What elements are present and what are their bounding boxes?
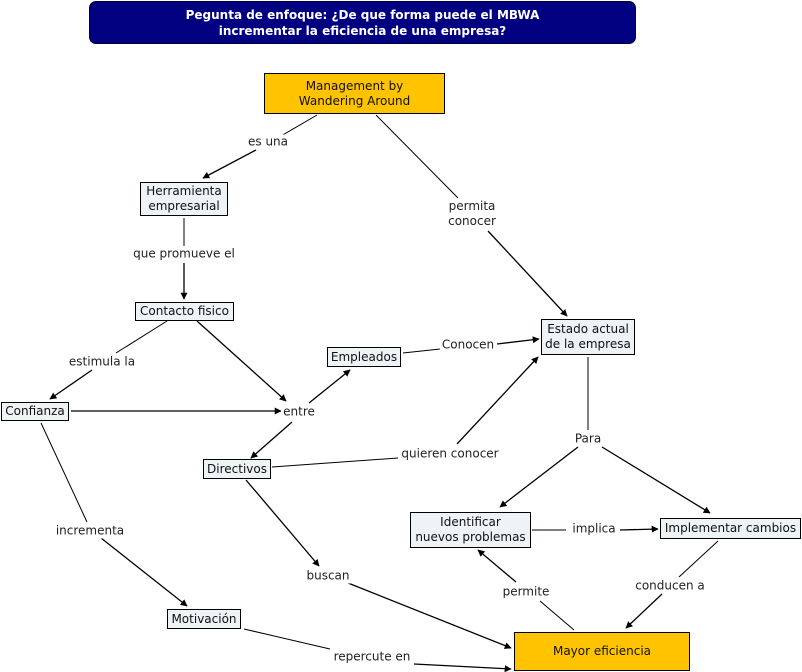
connector-empleados-conocen	[402, 348, 441, 354]
focus-question-line1: Pegunta de enfoque: ¿De que forma puede …	[185, 7, 540, 22]
connector-repercute-mayor	[413, 663, 512, 672]
focus-question-banner: Pegunta de enfoque: ¿De que forma puede …	[89, 1, 636, 44]
link-label: entre	[283, 404, 315, 419]
link-quieren-conocer[interactable]: quieren conocer	[399, 446, 501, 462]
concept-label: Management by	[305, 78, 404, 93]
concept-label: Empleados	[330, 349, 398, 364]
link-label: quieren conocer	[401, 446, 499, 461]
connector-entre-empleados	[308, 369, 351, 404]
link-label: repercute en	[333, 649, 411, 664]
link-label: Conocen	[441, 337, 495, 352]
link-label: permite	[502, 584, 550, 599]
connector-quieren-estado	[456, 356, 539, 445]
link-implica[interactable]: implica	[570, 521, 618, 537]
concept-identificar-problemas[interactable]: Identificar nuevos problemas	[410, 512, 531, 548]
concept-label: empresarial	[148, 199, 220, 213]
link-permite[interactable]: permite	[500, 584, 552, 600]
link-que-promueve-el[interactable]: que promueve el	[131, 246, 237, 262]
connector-implementar-conducen	[678, 540, 719, 578]
concept-motivacion[interactable]: Motivación	[167, 609, 241, 629]
connector-estimula-confianza	[49, 369, 93, 400]
concept-mayor-eficiencia[interactable]: Mayor eficiencia	[514, 632, 690, 671]
concept-herramienta-empresarial[interactable]: Herramienta empresarial	[140, 182, 228, 216]
link-label: permita	[448, 199, 496, 213]
connector-para-implementar	[601, 446, 711, 514]
link-label: implica	[572, 521, 616, 536]
concept-directivos[interactable]: Directivos	[203, 459, 271, 479]
concept-label: Herramienta	[146, 184, 222, 198]
connector-es-una-herramienta	[202, 149, 257, 179]
concept-label: Identificar	[440, 515, 501, 529]
link-conducen-a[interactable]: conducen a	[633, 578, 707, 594]
connector-incrementa-motivacion	[100, 537, 188, 607]
concept-label: Implementar cambios	[664, 521, 797, 535]
focus-question-line2: incrementar la eficiencia de una empresa…	[218, 23, 507, 38]
link-incrementa[interactable]: incrementa	[53, 523, 127, 539]
link-label: que promueve el	[133, 246, 235, 261]
connector-confianza-incrementa	[40, 422, 88, 523]
link-permita-conocer[interactable]: permita conocer	[446, 199, 498, 229]
concept-label: Wandering Around	[298, 93, 411, 108]
connector-permite-identificar	[477, 549, 517, 583]
connector-buscan-mayor	[347, 582, 512, 649]
link-label: incrementa	[55, 523, 125, 538]
concept-label: nuevos problemas	[415, 530, 526, 544]
link-conocen[interactable]: Conocen	[439, 337, 497, 353]
connector-permita-estado	[487, 230, 568, 317]
connector-mbwa-permita	[375, 114, 459, 199]
connector-motivacion-repercute	[243, 628, 331, 650]
link-para[interactable]: Para	[572, 431, 604, 447]
link-es-una[interactable]: es una	[245, 134, 291, 150]
connector-contacto-entre	[196, 320, 287, 402]
connector-directivos-buscan	[245, 479, 320, 567]
concept-label: de la empresa	[545, 337, 631, 351]
connector-entre-directivos	[250, 421, 293, 459]
link-label: estimula la	[68, 354, 136, 369]
link-label: conocer	[448, 214, 496, 228]
link-repercute-en[interactable]: repercute en	[331, 649, 413, 665]
connector-conocen-estado	[496, 336, 540, 345]
connector-contacto-estimula	[115, 320, 168, 354]
connector-mbwa-es-una	[280, 114, 318, 137]
concept-label: Contacto fisico	[140, 304, 229, 318]
connector-para-identificar	[499, 446, 579, 508]
connector-implica-implementar	[619, 525, 659, 533]
link-label: Para	[574, 431, 602, 446]
concept-implementar-cambios[interactable]: Implementar cambios	[660, 518, 801, 539]
concept-contacto-fisico[interactable]: Contacto fisico	[135, 302, 234, 321]
concept-label: Mayor eficiencia	[552, 644, 652, 658]
concept-label: Confianza	[5, 404, 65, 418]
concept-confianza[interactable]: Confianza	[1, 402, 69, 421]
link-buscan[interactable]: buscan	[304, 568, 352, 584]
link-label: conducen a	[635, 578, 705, 593]
concept-empleados[interactable]: Empleados	[327, 347, 401, 367]
concept-label: Directivos	[207, 461, 267, 476]
connector-mayor-permite	[539, 600, 575, 631]
concept-mbwa[interactable]: Management by Wandering Around	[264, 73, 445, 114]
concept-estado-actual[interactable]: Estado actual de la empresa	[541, 319, 635, 355]
connector-directivos-quieren	[271, 457, 399, 468]
connector-conducen-mayor	[625, 593, 663, 629]
link-entre[interactable]: entre	[281, 404, 317, 420]
link-estimula-la[interactable]: estimula la	[66, 354, 138, 370]
link-label: buscan	[306, 568, 350, 583]
link-label: es una	[247, 134, 289, 149]
concept-label: Estado actual	[547, 322, 629, 336]
concept-label: Motivación	[171, 611, 237, 626]
